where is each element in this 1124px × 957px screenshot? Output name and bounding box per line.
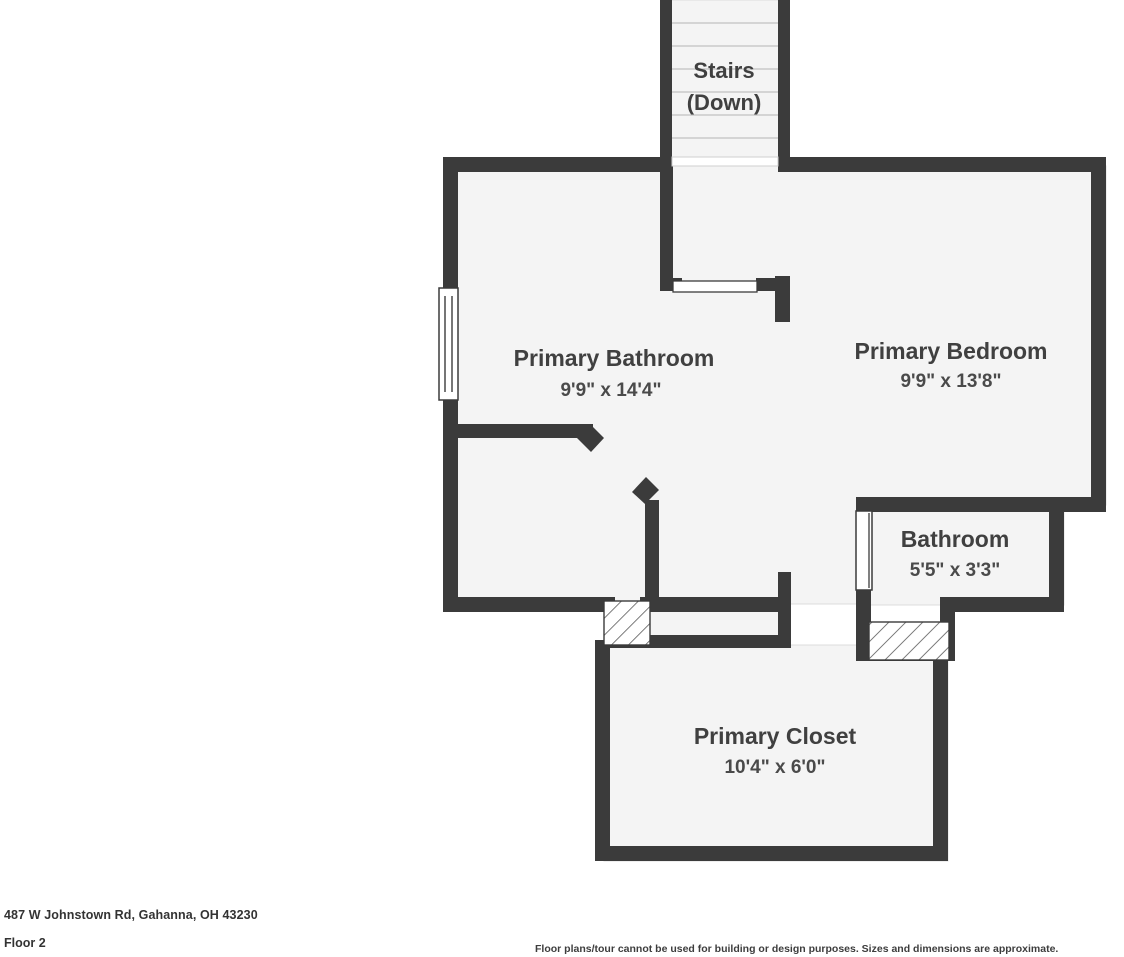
room-name-primary-bathroom: Primary Bathroom: [514, 345, 715, 371]
room-name-primary-closet: Primary Closet: [694, 723, 857, 749]
floor-label: Floor 2: [4, 936, 46, 950]
wall-closet-bottom: [595, 846, 948, 861]
partition-doorway-jamb-right: [756, 278, 778, 291]
bathroom-floor-fill: [865, 504, 1065, 606]
opening-bath-bedroom: [672, 280, 758, 293]
partition-bath-bedroom-upper: [660, 166, 673, 290]
wall-bedroom-bottom: [856, 497, 1106, 512]
wall-closet-right: [933, 655, 948, 861]
hatched-doorways: [603, 600, 950, 661]
window-primary-bathroom-left: [438, 287, 459, 401]
wall-primary-bath-bottom: [443, 597, 615, 612]
room-label-primary-bedroom: Primary Bedroom 9'9" x 13'8": [854, 338, 1047, 392]
wall-bathroom-left-top: [856, 497, 871, 512]
closet-floor-fill: [603, 644, 949, 862]
room-name-primary-bedroom: Primary Bedroom: [854, 338, 1047, 364]
wall-left-upper: [443, 157, 458, 288]
wall-closet-top-middle: [604, 635, 791, 648]
room-dims-primary-bathroom: 9'9" x 14'4": [560, 380, 661, 401]
doorway-closet-hatch: [603, 600, 651, 646]
room-label-primary-bathroom: Primary Bathroom 9'9" x 14'4": [514, 345, 715, 401]
room-name-bathroom: Bathroom: [901, 526, 1010, 552]
opening-stairs-landing: [671, 156, 779, 167]
partition-bedroom-stub: [775, 276, 790, 322]
room-labels: Primary Bathroom 9'9" x 14'4" Primary Be…: [514, 338, 1048, 778]
doorway-bathroom-hatch: [868, 621, 950, 661]
partition-mid-vertical: [645, 500, 659, 605]
stairs-label-line-1: Stairs: [693, 58, 754, 83]
wall-bathroom-left-bottom: [856, 590, 871, 660]
wall-left-lower: [443, 400, 458, 612]
stairs-wall-right: [778, 0, 790, 166]
wall-bath-bottom-right: [640, 597, 790, 612]
room-label-primary-closet: Primary Closet 10'4" x 6'0": [694, 723, 857, 778]
wall-top-left: [443, 157, 672, 172]
stairs-wall-left: [660, 0, 672, 166]
wall-top-right: [778, 157, 1106, 172]
partition-mid-horizontal: [452, 424, 593, 438]
wall-closet-left: [595, 640, 610, 861]
wall-right-bedroom: [1091, 157, 1106, 505]
window-bathroom-left: [855, 510, 873, 591]
wall-bathroom-right: [1049, 497, 1064, 612]
interior-partitions: [452, 166, 790, 605]
angled-wall-ends: [577, 424, 659, 504]
windows: [438, 156, 873, 591]
room-dims-primary-closet: 10'4" x 6'0": [724, 757, 825, 778]
angled-end-mid-vertical: [632, 477, 659, 504]
room-dims-primary-bedroom: 9'9" x 13'8": [900, 371, 1001, 392]
floor-fills: [451, 0, 1107, 862]
wall-bathroom-bottom: [940, 597, 1064, 612]
room-dims-bathroom: 5'5" x 3'3": [910, 560, 1000, 581]
disclaimer-text: Floor plans/tour cannot be used for buil…: [535, 943, 1059, 955]
wall-closet-entry-stub: [778, 572, 791, 648]
stairs-label-line-2: (Down): [687, 90, 762, 115]
stairs-floor: [669, 0, 781, 167]
angled-end-mid-horizontal: [577, 424, 604, 452]
property-address: 487 W Johnstown Rd, Gahanna, OH 43230: [4, 908, 258, 922]
room-label-bathroom: Bathroom 5'5" x 3'3": [901, 526, 1010, 581]
stairs-area[interactable]: Stairs (Down): [660, 0, 790, 166]
